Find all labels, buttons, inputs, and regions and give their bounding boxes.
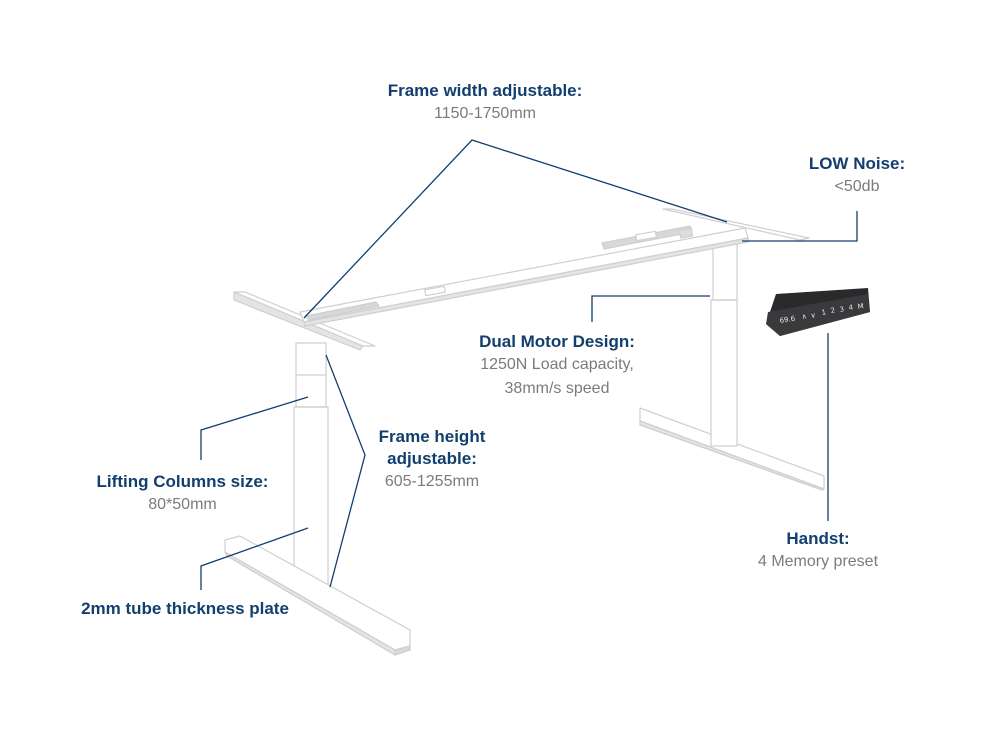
left-column-lower — [293, 406, 329, 591]
dual-motor-callout: Dual Motor Design: 1250N Load capacity, … — [442, 331, 672, 401]
dual-motor-title: Dual Motor Design: — [479, 332, 635, 351]
tube-thickness-title: 2mm tube thickness plate — [81, 599, 289, 618]
tube-thickness-leader — [200, 527, 309, 590]
frame-width-title: Frame width adjustable: — [387, 81, 583, 100]
handset-button-3: 3 — [839, 305, 845, 314]
low-noise-leader — [742, 211, 858, 242]
dual-motor-line2: 38mm/s speed — [504, 380, 610, 397]
handset-button-4: 4 — [848, 303, 854, 312]
frame-height-title-line2: adjustable: — [387, 449, 477, 468]
handset-controller: 69.6 ∧ ∨ 1 2 3 4 M — [766, 288, 870, 336]
handset-display: 69.6 ∧ ∨ 1 2 3 4 M — [779, 302, 864, 325]
low-noise-value: <50db — [834, 178, 880, 195]
lifting-columns-title: Lifting Columns size: — [96, 472, 269, 491]
lifting-columns-value: 80*50mm — [148, 496, 217, 513]
right-top-crossbar — [662, 208, 810, 241]
frame-height-callout: Frame height adjustable: 605-1255mm — [347, 426, 517, 494]
desk-frame — [224, 208, 825, 656]
handset-callout: Handst: 4 Memory preset — [730, 528, 906, 574]
handset-title: Handst: — [786, 529, 850, 548]
handset-readout: 69.6 — [779, 315, 796, 325]
low-noise-callout: LOW Noise: <50db — [787, 153, 927, 199]
beam-inner-section — [305, 301, 380, 321]
lifting-columns-callout: Lifting Columns size: 80*50mm — [75, 471, 290, 517]
tube-thickness-callout: 2mm tube thickness plate — [55, 598, 315, 620]
frame-width-value: 1150-1750mm — [434, 105, 536, 122]
frame-height-title-line1: Frame height — [378, 427, 486, 446]
handset-value: 4 Memory preset — [757, 553, 879, 570]
frame-width-leader — [303, 139, 728, 319]
handset-button-memory: M — [857, 302, 864, 311]
frame-width-callout: Frame width adjustable: 1150-1750mm — [355, 80, 615, 126]
dual-motor-line1: 1250N Load capacity, — [480, 356, 634, 373]
dual-motor-leader — [591, 295, 710, 322]
frame-height-leader — [325, 354, 366, 588]
handset-button-2: 2 — [830, 306, 836, 315]
right-column-lower — [710, 299, 738, 447]
handset-button-down: ∨ — [810, 311, 816, 320]
handset-button-up: ∧ — [801, 312, 807, 321]
handset-button-1: 1 — [821, 308, 827, 317]
leader-lines — [200, 139, 858, 590]
frame-height-value: 605-1255mm — [384, 473, 480, 490]
lifting-columns-leader — [200, 396, 309, 460]
low-noise-title: LOW Noise: — [808, 154, 906, 173]
